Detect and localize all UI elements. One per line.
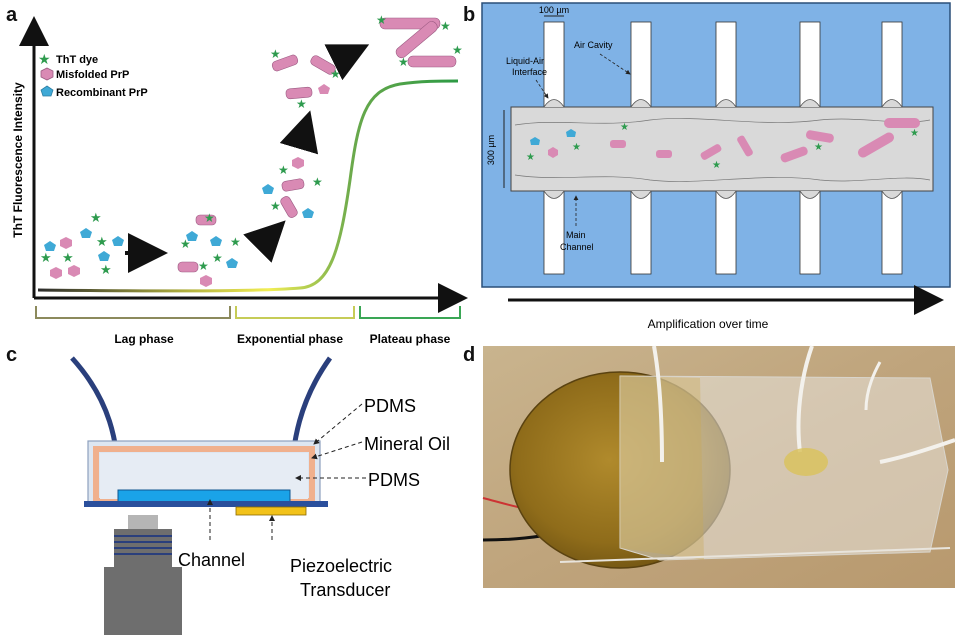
a-legend-star-icon: ★ [38,51,51,67]
a-bracket-lag [35,306,231,319]
a-legend-hexagon-icon [40,67,54,81]
c-piezo-transducer [235,506,307,516]
a-y-axis-label: ThT Fluorescence Intensity [11,82,25,238]
panel-b: ★ ★ ★ ★ ★ ★ 100 µm 300 µm Air Cavity Liq… [481,2,951,331]
b-label-main: Main [566,230,586,240]
a-legend-label-tht: ThT dye [56,54,98,66]
svg-text:★: ★ [526,152,535,163]
svg-text:★: ★ [440,19,451,33]
d-pdms-slab [619,375,949,561]
c-label-mineral-oil: Mineral Oil [364,434,450,454]
b-label-liquid-air-1: Liquid-Air [506,56,544,66]
svg-text:★: ★ [330,67,341,81]
a-particles-stage1: ★ ★ ★ ★ ★ [40,210,124,279]
a-arrow-3 [279,110,319,155]
svg-text:★: ★ [620,122,629,133]
b-interfaces [543,99,903,199]
svg-text:★: ★ [296,97,307,111]
svg-text:★: ★ [100,262,112,277]
b-label-channel: Channel [560,242,594,252]
svg-text:★: ★ [212,251,223,265]
svg-text:★: ★ [312,175,323,189]
panel-b-letter: b [463,4,476,26]
a-bracket-exponential [235,306,355,319]
panel-c: PDMS Mineral Oil PDMS Channel Piezoelect… [70,356,450,635]
panel-a-letter: a [6,4,18,26]
svg-text:★: ★ [96,234,108,249]
c-label-pdms-top: PDMS [364,396,416,416]
svg-text:★: ★ [270,199,281,213]
svg-text:★: ★ [376,13,387,27]
c-label-piezo-2: Transducer [300,580,390,600]
a-phase-plateau-label: Plateau phase [370,332,451,346]
a-legend-label-misfolded: Misfolded PrP [56,69,129,81]
svg-text:★: ★ [452,43,463,57]
svg-text:★: ★ [204,211,215,225]
a-arrow-4 [324,44,370,81]
a-legend: ★ ThT dye Misfolded PrP Recombinant PrP [38,51,148,99]
a-phase-lag-label: Lag phase [114,332,174,346]
c-objective-icon [104,515,182,635]
c-mineral-oil-pointer [311,441,363,460]
svg-text:★: ★ [814,142,823,153]
b-particles: ★ ★ ★ ★ ★ ★ [526,118,920,171]
a-particles-stage2: ★ ★ ★ ★ ★ [177,211,241,287]
c-label-pdms-inner: PDMS [368,470,420,490]
svg-text:★: ★ [712,160,721,171]
c-pdms-top-pointer [313,403,363,445]
panel-c-letter: c [6,344,18,366]
b-flow-lines [514,118,931,182]
a-arrow-2 [243,220,286,263]
svg-text:★: ★ [278,163,289,177]
a-particles-stage4: ★ ★ ★ [270,47,341,111]
c-label-channel: Channel [178,550,245,570]
panel-d-photo [482,345,956,588]
c-label-piezo-1: Piezoelectric [290,556,392,576]
b-label-100um: 100 µm [539,5,569,15]
svg-text:★: ★ [62,250,74,265]
a-particles-stage3: ★ ★ ★ [262,157,323,218]
panel-a: ThT Fluorescence Intensity ★ ThT dye Mis… [11,13,468,346]
svg-text:★: ★ [572,142,581,153]
svg-text:★: ★ [180,237,191,251]
b-label-300um: 300 µm [486,135,496,165]
d-sample-droplet [784,448,828,476]
a-phase-exponential-label: Exponential phase [237,332,343,346]
a-legend-label-recombinant: Recombinant PrP [56,87,148,99]
svg-text:★: ★ [230,235,241,249]
a-bracket-plateau [359,306,461,319]
a-legend-pentagon-icon [40,85,54,97]
c-glass-base [84,501,328,507]
b-label-air-cavity: Air Cavity [574,40,613,50]
a-particles-stage5: ★ ★ ★ ★ [376,13,463,69]
svg-text:★: ★ [90,210,102,225]
svg-text:★: ★ [270,47,281,61]
b-label-liquid-air-2: Interface [512,67,547,77]
panel-d-letter: d [463,344,476,366]
svg-text:★: ★ [910,128,919,139]
svg-text:★: ★ [398,55,409,69]
d-slab-edge [620,376,704,560]
b-x-axis-label: Amplification over time [648,317,769,331]
b-air-cavity-pointer [599,53,631,75]
svg-text:★: ★ [198,259,209,273]
a-fluorescence-curve [37,79,459,293]
b-interface-pointer [535,79,549,99]
svg-text:★: ★ [40,250,52,265]
